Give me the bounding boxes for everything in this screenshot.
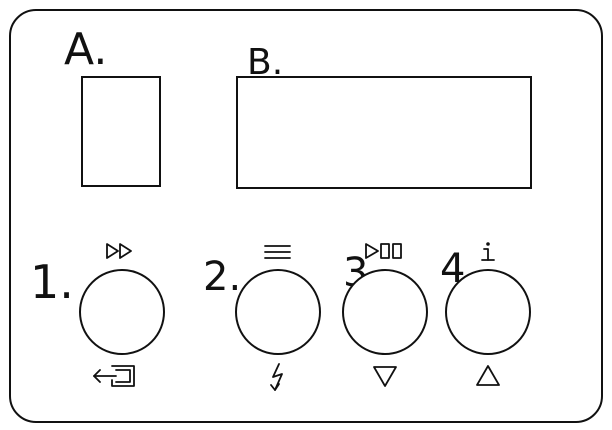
info-icon [481,242,495,261]
button-4[interactable] [445,269,531,355]
button-1-group: 1. [30,243,165,387]
fast-forward-icon [106,243,132,259]
button-2[interactable] [235,269,321,355]
enter-icon [93,365,135,387]
display-b [236,76,532,189]
button-2-number: 2. [203,254,241,300]
button-1-number: 1. [30,255,74,309]
button-4-group: 4. [440,242,531,386]
button-1[interactable] [79,269,165,355]
button-3-group: 3. [342,243,428,387]
up-triangle-icon [476,365,500,386]
menu-lines-icon [264,245,291,259]
play-pause-icon [365,243,402,259]
button-3[interactable] [342,269,428,355]
display-a-label: A. [64,24,107,75]
lightning-icon [270,363,283,391]
display-a [81,76,161,187]
button-2-group: 2. [203,245,321,391]
down-triangle-icon [373,366,397,387]
